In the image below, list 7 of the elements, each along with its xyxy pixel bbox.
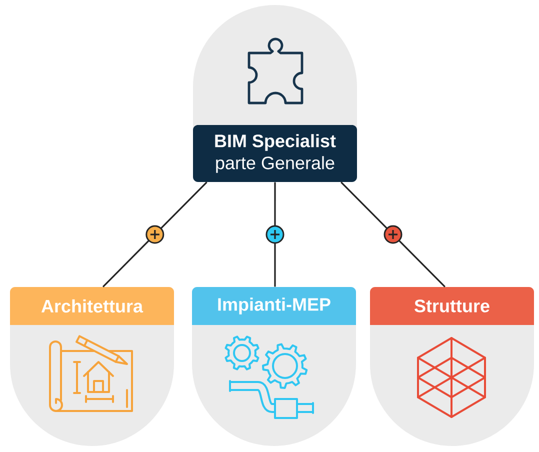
connector-line: [274, 182, 276, 287]
connector-line: [340, 182, 446, 288]
card: Architettura: [10, 287, 174, 446]
card: BIM Specialist parte Generale: [193, 5, 357, 182]
connector-line: [102, 182, 208, 288]
card: Strutture: [370, 287, 534, 446]
card: Impianti-MEP: [192, 287, 356, 446]
